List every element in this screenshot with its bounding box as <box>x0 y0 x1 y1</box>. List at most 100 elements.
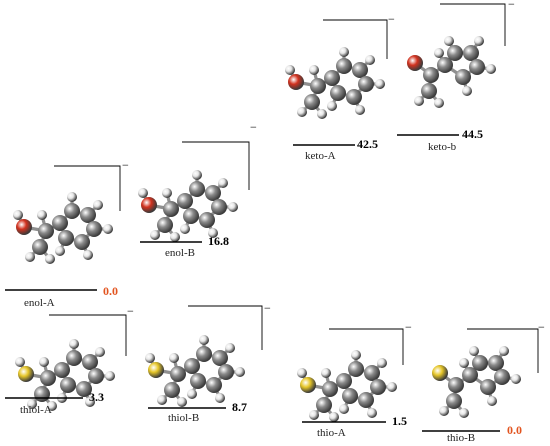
hydrogen-atom <box>170 232 180 242</box>
hydrogen-atom <box>177 397 187 407</box>
hydrogen-atom <box>15 357 25 367</box>
hydrogen-atom <box>157 395 167 405</box>
hydrogen-atom <box>138 188 148 198</box>
hydrogen-atom <box>339 47 349 57</box>
hydrogen-atom <box>414 96 424 106</box>
hydrogen-atom <box>69 339 79 349</box>
hydrogen-atom <box>469 346 479 356</box>
hydrogen-atom <box>169 353 179 363</box>
species-label: thio-B <box>447 432 475 444</box>
carbon-atom <box>206 377 222 393</box>
charge-label: − <box>250 120 257 134</box>
carbon-atom <box>437 57 453 73</box>
hydrogen-atom <box>355 105 365 115</box>
carbon-atom <box>330 85 346 101</box>
hydrogen-atom <box>218 178 228 188</box>
hydrogen-atom <box>103 224 113 234</box>
bracket <box>188 305 263 350</box>
hydrogen-atom <box>39 357 49 367</box>
hydrogen-atom <box>25 252 35 262</box>
molecule-keto-b: O <box>407 36 496 108</box>
molecule-keto-A: O <box>285 47 385 119</box>
sulfur-atom: S <box>148 362 164 378</box>
carbon-atom <box>66 350 82 366</box>
carbon-atom <box>86 221 102 237</box>
carbon-atom <box>364 365 380 381</box>
carbon-atom <box>448 377 464 393</box>
carbon-atom <box>189 181 205 197</box>
hydrogen-atom <box>462 86 472 96</box>
carbon-atom <box>212 350 228 366</box>
carbon-atom <box>423 67 439 83</box>
carbon-atom <box>358 392 374 408</box>
carbon-atom <box>304 94 320 110</box>
hydrogen-atom <box>474 36 484 46</box>
hydrogen-atom <box>150 230 160 240</box>
hydrogen-atom <box>285 65 295 75</box>
carbon-atom <box>32 239 48 255</box>
energy-value: 1.5 <box>392 414 407 428</box>
species-label: keto-A <box>305 150 336 162</box>
hydrogen-atom <box>317 109 327 119</box>
energy-value: 8.7 <box>232 400 247 414</box>
hydrogen-atom <box>439 406 449 416</box>
hydrogen-atom <box>95 347 105 357</box>
hydrogen-atom <box>27 399 37 409</box>
bracket <box>323 19 388 59</box>
carbon-atom <box>316 397 332 413</box>
bracket <box>440 3 506 46</box>
hydrogen-atom <box>387 382 397 392</box>
oxygen-atom: O <box>288 74 304 90</box>
bracket <box>329 328 404 365</box>
hydrogen-atom <box>45 254 55 264</box>
hydrogen-atom <box>67 192 77 202</box>
species-label: enol-A <box>24 297 55 309</box>
carbon-atom <box>196 346 212 362</box>
carbon-atom <box>190 373 206 389</box>
carbon-atom <box>177 193 193 209</box>
species-label: thiol-B <box>168 412 199 424</box>
carbon-atom <box>358 76 374 92</box>
bracket <box>182 141 250 190</box>
hydrogen-atom <box>321 368 331 378</box>
molecule-thiol-B: S <box>145 335 245 407</box>
hydrogen-atom <box>47 401 57 411</box>
charge-label: − <box>264 301 271 315</box>
hydrogen-atom <box>297 368 307 378</box>
charge-label: − <box>538 320 545 334</box>
carbon-atom <box>472 355 488 371</box>
hydrogen-atom <box>228 202 238 212</box>
energy-value: 3.3 <box>89 390 104 404</box>
hydrogen-atom <box>225 343 235 353</box>
carbon-atom <box>463 45 479 61</box>
carbon-atom <box>76 381 92 397</box>
hydrogen-atom <box>13 210 23 220</box>
carbon-atom <box>352 62 368 78</box>
carbon-atom <box>342 388 358 404</box>
carbon-atom <box>488 355 504 371</box>
energy-value: 44.5 <box>462 127 483 141</box>
hydrogen-atom <box>85 397 95 407</box>
hydrogen-atom <box>199 335 209 345</box>
sulfur-atom: S <box>432 365 448 381</box>
carbon-atom <box>421 83 437 99</box>
hydrogen-atom <box>377 358 387 368</box>
hydrogen-atom <box>208 228 218 238</box>
hydrogen-atom <box>83 250 93 260</box>
carbon-atom <box>211 199 227 215</box>
charge-label: − <box>508 0 515 11</box>
hydrogen-atom <box>55 246 65 256</box>
molecule-thio-A: S <box>297 350 397 422</box>
carbon-atom <box>164 382 180 398</box>
carbon-atom <box>52 215 68 231</box>
carbon-atom <box>184 358 200 374</box>
hydrogen-atom <box>351 350 361 360</box>
hydrogen-atom <box>486 64 496 74</box>
carbon-atom <box>494 369 510 385</box>
hydrogen-atom <box>375 79 385 89</box>
